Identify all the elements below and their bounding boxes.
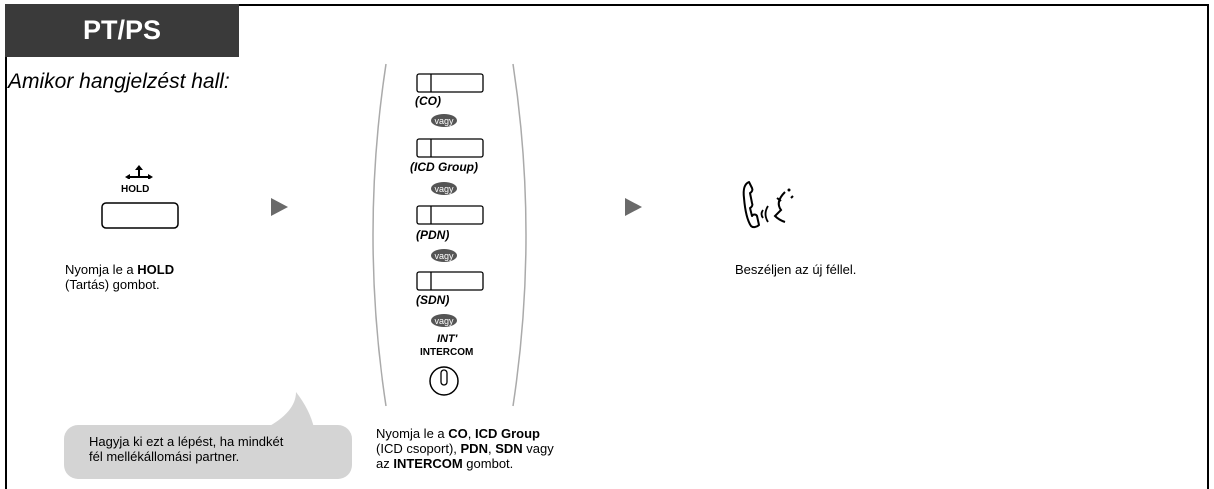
step1-desc-line2: (Tartás) gombot. xyxy=(65,277,160,292)
note-text: Hagyja ki ezt a lépést, ha mindkét fél m… xyxy=(89,434,349,464)
or-badge: vagy xyxy=(431,314,457,327)
step2-desc-text: (ICD csoport), xyxy=(376,441,461,456)
co-label: (CO) xyxy=(415,94,441,108)
left-bracket xyxy=(372,63,387,407)
hold-key-label: HOLD xyxy=(121,184,150,195)
speech-bubble-tail xyxy=(266,392,314,428)
step2-desc-text: vagy xyxy=(522,441,554,456)
intro-text: Amikor hangjelzést hall: xyxy=(8,70,230,93)
icd-group-label: (ICD Group) xyxy=(410,160,478,174)
or-badge: vagy xyxy=(431,114,457,127)
or-badge: vagy xyxy=(431,182,457,195)
sdn-button[interactable] xyxy=(416,271,484,291)
step2-desc-bold: ICD Group xyxy=(474,426,540,441)
intercom-top-label: INT' xyxy=(437,333,458,345)
step1-desc-pre: Nyomja le a xyxy=(65,262,138,277)
arrow-right-icon xyxy=(271,198,288,216)
step2-desc-bold: INTERCOM xyxy=(393,456,463,471)
step2-desc-text: az xyxy=(376,456,394,471)
step2-desc-bold: PDN xyxy=(460,441,488,456)
step3-description: Beszéljen az új féllel. xyxy=(735,262,857,277)
intercom-label: INTERCOM xyxy=(420,347,474,358)
step1-description: Nyomja le a HOLD (Tartás) gombot. xyxy=(65,262,174,292)
step2-desc-text: gombot. xyxy=(462,456,514,471)
frame-box xyxy=(5,4,1209,489)
icd-group-button[interactable] xyxy=(416,138,484,158)
sdn-label: (SDN) xyxy=(416,293,450,307)
frame-right-line xyxy=(1207,4,1209,489)
right-bracket xyxy=(512,63,527,407)
hold-button[interactable] xyxy=(101,202,179,229)
note-line1: Hagyja ki ezt a lépést, ha mindkét xyxy=(89,434,284,449)
step2-desc-text: , xyxy=(487,441,496,456)
note-bubble xyxy=(64,425,352,479)
pdn-button[interactable] xyxy=(416,205,484,225)
header-tab: PT/PS xyxy=(5,4,239,57)
talk-handset-icon xyxy=(742,181,794,229)
frame-left-line xyxy=(5,4,7,489)
step2-desc-text: Nyomja le a xyxy=(376,426,449,441)
frame-top-line xyxy=(5,4,1209,6)
step1-desc-bold: HOLD xyxy=(137,262,175,277)
step2-desc-bold: SDN xyxy=(495,441,523,456)
or-badge: vagy xyxy=(431,249,457,262)
arrow-right-icon xyxy=(625,198,642,216)
note-line2: fél mellékállomási partner. xyxy=(89,449,240,464)
intercom-icon[interactable] xyxy=(428,365,460,397)
hold-icon xyxy=(125,165,153,179)
pdn-label: (PDN) xyxy=(416,228,450,242)
step2-desc-bold: CO xyxy=(448,426,468,441)
step2-desc-text: , xyxy=(467,426,475,441)
step2-description: Nyomja le a CO, ICD Group (ICD csoport),… xyxy=(376,426,554,471)
co-button[interactable] xyxy=(416,73,484,93)
